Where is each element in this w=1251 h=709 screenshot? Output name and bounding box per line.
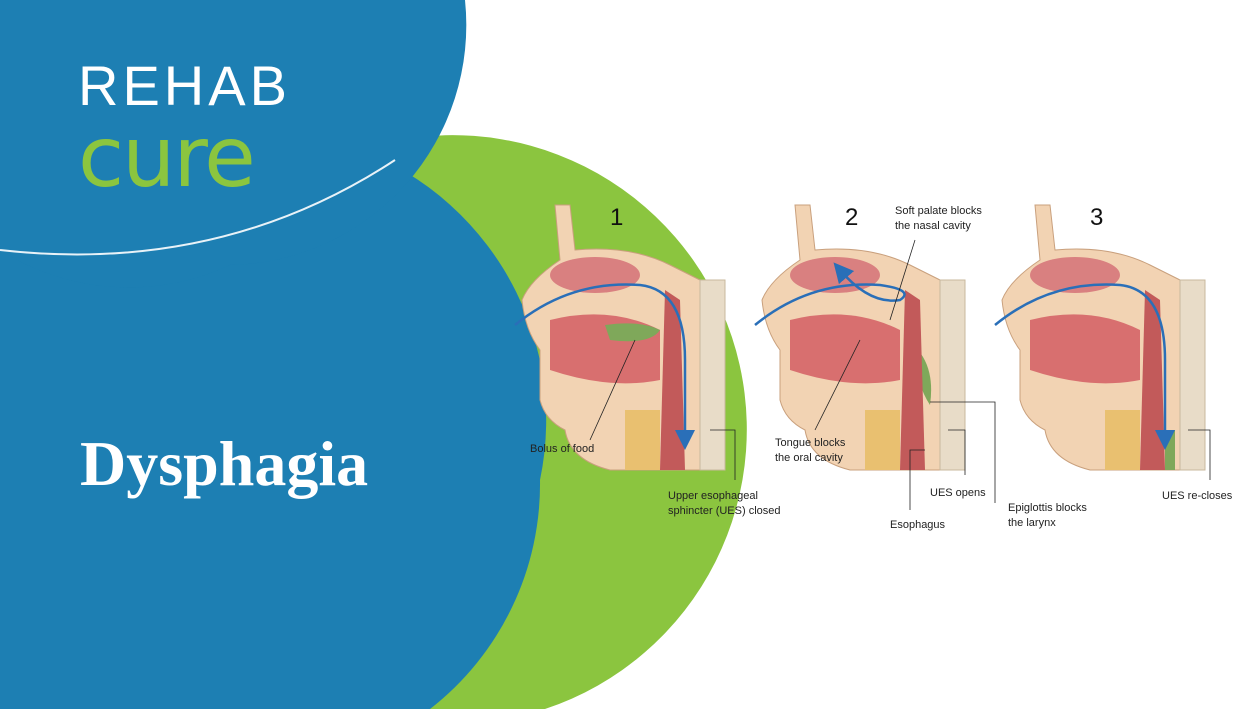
spine <box>939 279 966 471</box>
tongue-pointer <box>814 339 861 431</box>
trachea <box>625 410 660 470</box>
label-tongue-2: the oral cavity <box>775 452 843 464</box>
trachea <box>865 410 900 470</box>
esophagus-pointer <box>909 449 925 510</box>
panel-number: 2 <box>845 204 858 231</box>
bolus-of-food <box>605 323 660 342</box>
label-ues-closed-2: sphincter (UES) closed <box>668 505 781 517</box>
panel-2: 2 Soft palate blocks the nasal cavity To… <box>754 204 1087 531</box>
throat-passage <box>1140 290 1165 470</box>
label-epiglottis-2: the larynx <box>1008 517 1056 529</box>
panel-number: 3 <box>1090 204 1103 231</box>
bolus-in-esophagus <box>1165 430 1175 470</box>
label-bolus: Bolus of food <box>530 443 594 455</box>
label-soft-palate-2: the nasal cavity <box>895 220 971 232</box>
spine <box>1179 279 1206 471</box>
label-tongue-1: Tongue blocks <box>775 437 846 449</box>
white-divider-curve <box>0 159 396 256</box>
epiglottis-pointer <box>930 401 996 503</box>
spine <box>699 279 726 471</box>
soft-palate-pointer <box>889 239 916 321</box>
blocked-path-arrow <box>754 262 906 326</box>
label-ues-closed-1: Upper esophageal <box>668 490 758 502</box>
rehab-cure-logo: REHAB cure <box>78 56 318 206</box>
page-title: Dysphagia <box>80 428 369 499</box>
panel-3: 3 UES re-closes <box>994 204 1233 502</box>
throat-passage <box>900 290 925 470</box>
label-soft-palate-1: Soft palate blocks <box>895 205 982 217</box>
panel-1: 1 Bolus of food Upper esophageal sphinct… <box>514 204 781 517</box>
ues-pointer-1 <box>710 429 736 480</box>
trachea <box>1105 410 1140 470</box>
ues-recloses-pointer <box>1188 429 1211 480</box>
food-path-arrow <box>514 283 695 450</box>
swallowing-diagram: 1 Bolus of food Upper esophageal sphinct… <box>514 204 1233 531</box>
blue-logo-circle <box>0 0 467 288</box>
ues-opens-pointer <box>948 429 966 475</box>
oral-cavity <box>1030 314 1140 384</box>
logo-text-top: REHAB <box>78 54 291 117</box>
oral-cavity <box>790 314 900 384</box>
panel-number: 1 <box>610 204 623 231</box>
bolus-pointer <box>589 339 636 441</box>
label-ues-recloses: UES re-closes <box>1162 490 1233 502</box>
logo-text-bottom: cure <box>78 108 256 206</box>
label-esophagus: Esophagus <box>890 519 946 531</box>
label-epiglottis-1: Epiglottis blocks <box>1008 502 1087 514</box>
food-path-arrow <box>994 283 1175 450</box>
label-ues-opens: UES opens <box>930 487 986 499</box>
throat-passage <box>660 290 685 470</box>
